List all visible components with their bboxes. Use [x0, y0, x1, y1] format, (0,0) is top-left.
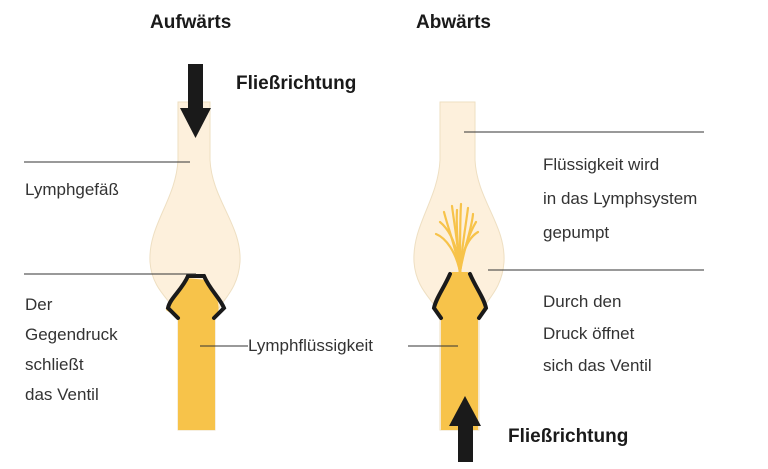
label-counterpressure: Der Gegendruck schließt das Ventil — [25, 290, 118, 410]
right-valve-flap-right — [468, 272, 489, 320]
left-vessel — [149, 101, 241, 431]
flow-arrow-down — [180, 64, 211, 138]
right-vessel — [413, 101, 505, 431]
label-fluid-pumped: Flüssigkeit wird in das Lymphsystem gepu… — [543, 148, 697, 250]
label-fluid-pumped-line: Flüssigkeit wird — [543, 155, 660, 174]
right-valve-flap-left — [431, 272, 452, 320]
label-counterpressure-line: Gegendruck — [25, 325, 118, 344]
label-pressure-opens-line: sich das Ventil — [543, 356, 652, 375]
flow-arrow-up — [449, 396, 481, 462]
right-fluid-spray — [434, 202, 480, 274]
label-counterpressure-line: Der — [25, 295, 53, 314]
label-fluid-pumped-line: in das Lymphsystem — [543, 189, 698, 208]
flow-direction-label-top: Fließrichtung — [236, 73, 357, 94]
label-pressure-opens: Durch den Druck öffnet sich das Ventil — [543, 286, 652, 382]
label-pressure-opens-line: Druck öffnet — [543, 324, 635, 343]
left-valve-flap-left — [165, 274, 190, 320]
label-lymph-fluid: Lymphflüssigkeit — [248, 336, 374, 355]
label-lymph-vessel: Lymphgefäß — [25, 180, 119, 199]
right-lymph-fluid — [434, 272, 484, 430]
label-counterpressure-line: schließt — [25, 355, 84, 374]
label-pressure-opens-line: Durch den — [543, 292, 622, 311]
header-upward: Aufwärts — [150, 12, 232, 33]
header-downward: Abwärts — [416, 12, 491, 33]
flow-direction-label-bottom: Fließrichtung — [508, 426, 629, 447]
label-fluid-pumped-line: gepumpt — [543, 223, 610, 242]
label-counterpressure-line: das Ventil — [25, 385, 99, 404]
left-valve-flap-right — [202, 274, 227, 320]
leader-lines — [24, 131, 704, 347]
left-lymph-fluid — [166, 278, 219, 430]
